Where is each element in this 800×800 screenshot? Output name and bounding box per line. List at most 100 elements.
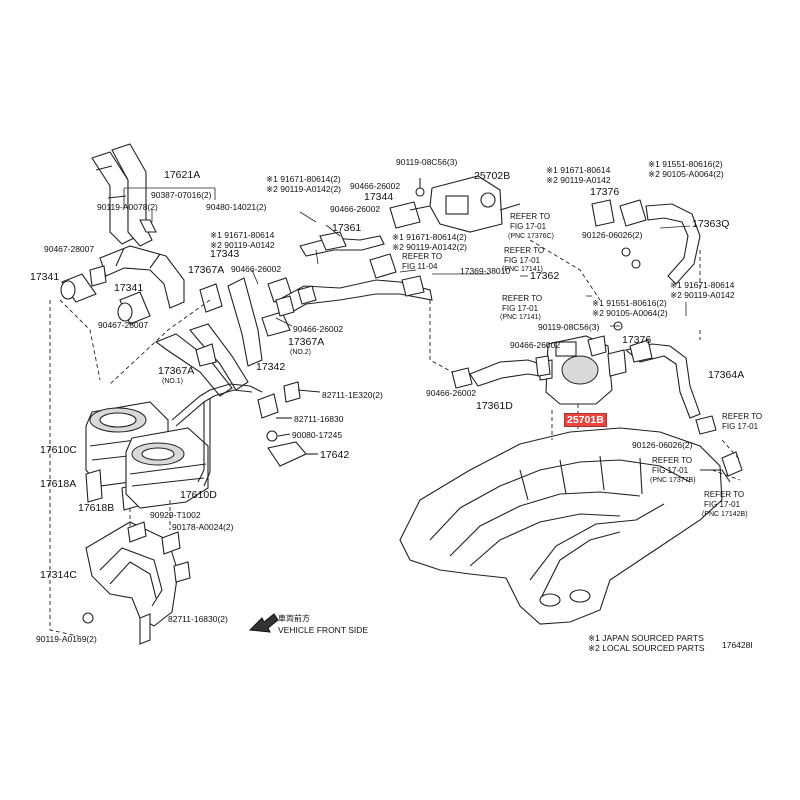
label-17610d: 17610D: [180, 489, 217, 501]
label-17369-38010: 17369-38010: [460, 266, 511, 276]
label-90466-26002-a: 90466-26002: [231, 264, 282, 274]
label-17364a: 17364A: [708, 369, 745, 381]
hose-17343: [154, 277, 293, 397]
label-90126-06026-a: 90126-06026(2): [582, 230, 643, 240]
label-17361: 17361: [332, 222, 362, 234]
label-ref-17377b-c: (PNC 17377B): [650, 477, 696, 484]
figure-id: 176428I: [722, 640, 753, 650]
label-17642: 17642: [320, 449, 350, 461]
label-ref-17141-d: REFER TO: [502, 294, 543, 303]
connector-82711: [257, 381, 321, 467]
label-82711-1e320: 82711-1E320(2): [322, 390, 383, 400]
label-ref-17142b-a: REFER TO: [704, 490, 745, 499]
label-vehicle-front-en: VEHICLE FRONT SIDE: [278, 625, 369, 635]
label-90119-a0169: 90119-A0169(2): [36, 634, 97, 644]
wire-harness: [171, 383, 263, 421]
label-25702b: 25702B: [474, 170, 511, 182]
label-17610c: 17610C: [40, 444, 77, 456]
label-ref-17-01-a1: REFER TO: [722, 412, 763, 421]
label-90467-28007-b: 90467-28007: [98, 320, 149, 330]
bracket-17314c: [82, 521, 191, 645]
label-25701b-highlighted: 25701B: [564, 413, 607, 427]
label-17376-b: 17376: [622, 334, 652, 346]
label-90466-26002-b: 90466-26002: [293, 324, 344, 334]
label-17314c: 17314C: [40, 569, 77, 581]
pipe-17361: [275, 201, 433, 317]
label-90126-06026-b: 90126-06026(2): [632, 440, 693, 450]
label-17367a-c: 17367A: [158, 365, 195, 377]
label-90080-17245: 90080-17245: [292, 430, 343, 440]
label-90466-26002-d: 90466-26002: [330, 204, 381, 214]
label-ref-fig-11-04-b: FIG 11-04: [402, 262, 438, 271]
label-ref-17142b-b: FIG 17-01: [704, 500, 741, 509]
label-17343: 17343: [210, 248, 240, 260]
label-17367a-b-note: (NO.2): [290, 349, 311, 356]
label-90119-a0142-a: ※2 90119-A0142(2): [266, 184, 342, 194]
legend-local-sourced: ※2 LOCAL SOURCED PARTS: [588, 643, 705, 653]
label-90466-26002-c: 90466-26002: [350, 181, 401, 191]
label-90105-a0064-b: ※2 90105-A0064(2): [592, 308, 668, 318]
label-ref-17141-e: FIG 17-01: [502, 304, 539, 313]
label-ref-17377b-b: FIG 17-01: [652, 466, 689, 475]
label-ref-17141-f: (PNC 17141): [500, 314, 541, 321]
label-91551-80616-a: ※1 91551-80616(2): [648, 159, 723, 169]
label-ref-17141-b: FIG 17-01: [504, 256, 541, 265]
label-90105-a0064-a: ※2 90105-A0064(2): [648, 169, 724, 179]
label-17367a-a: 17367A: [188, 264, 225, 276]
label-90467-28007-a: 90467-28007: [44, 244, 95, 254]
label-91671-80614-a: ※1 91671-80614(2): [266, 174, 341, 184]
label-vehicle-front-ja: 車両前方: [278, 614, 310, 623]
label-ref-17142b-c: (PNC 17142B): [702, 511, 748, 518]
label-17367a-c-note: (NO.1): [162, 378, 183, 385]
label-17362: 17362: [530, 270, 560, 282]
vehicle-front-arrow: [248, 613, 279, 633]
label-90466-26002-f: 90466-26002: [426, 388, 477, 398]
hose-17621a: [91, 143, 185, 309]
pipe-17364a: [624, 339, 717, 435]
label-ref-17141-c: (PNC 17141): [502, 266, 543, 273]
label-17621a: 17621A: [164, 169, 201, 181]
label-17618b: 17618B: [78, 502, 115, 514]
label-91671-80614-c: ※1 91671-80614(2): [392, 232, 467, 242]
label-91671-80614-b: ※1 91671-80614: [210, 230, 275, 240]
label-17341-a: 17341: [30, 271, 60, 283]
label-17363q: 17363Q: [692, 218, 730, 230]
label-ref-17-01-a2: FIG 17-01: [722, 422, 759, 431]
label-82711-16830-b: 82711-16830(2): [168, 614, 228, 624]
label-17376-a: 17376: [590, 186, 620, 198]
label-91551-80616-b: ※1 91551-80616(2): [592, 298, 667, 308]
label-90119-08c56-a: 90119-08C56(3): [396, 157, 458, 167]
label-ref-17376c-a: REFER TO: [510, 212, 551, 221]
label-82711-16830-a: 82711-16830: [294, 414, 344, 424]
air-pump-17610d: [125, 427, 209, 509]
label-17341-b: 17341: [114, 282, 144, 294]
label-17367a-b: 17367A: [288, 336, 325, 348]
label-90466-26002-e: 90466-26002: [510, 340, 561, 350]
label-17342: 17342: [256, 361, 286, 373]
label-90480-14021: 90480-14021(2): [206, 202, 267, 212]
egr-valve-25701b: [539, 321, 627, 405]
label-ref-17376c-b: FIG 17-01: [510, 222, 547, 231]
label-17618a: 17618A: [40, 478, 77, 490]
legend-japan-sourced: ※1 JAPAN SOURCED PARTS: [588, 633, 704, 643]
pipe-17363q: [591, 199, 701, 285]
hose-17361d: [451, 355, 551, 389]
label-90119-a0078: 90119-A0078(2): [97, 202, 158, 212]
label-ref-17141-a: REFER TO: [504, 246, 545, 255]
label-ref-17377b-a: REFER TO: [652, 456, 693, 465]
label-17344: 17344: [364, 191, 394, 203]
label-90119-a0142-d: ※2 90119-A0142: [546, 175, 611, 185]
label-90178-a0024: 90178-A0024(2): [172, 522, 234, 532]
label-90119-a0142-c: ※2 90119-A0142(2): [392, 242, 468, 252]
label-90387-07016: 90387-07016(2): [151, 190, 212, 200]
pipe-17341: [60, 265, 151, 325]
label-90119-a0142-e: ※2 90119-A0142: [670, 290, 735, 300]
valve-25702b: [409, 175, 521, 233]
label-90929-t1002: 90929-T1002: [150, 510, 201, 520]
label-90119-08c56-b: 90119-08C56(3): [538, 322, 600, 332]
intake-manifold: [399, 427, 743, 625]
label-90119-a0142-b: ※2 90119-A0142: [210, 240, 275, 250]
label-ref-17376c-c: (PNC 17376C): [508, 233, 554, 240]
